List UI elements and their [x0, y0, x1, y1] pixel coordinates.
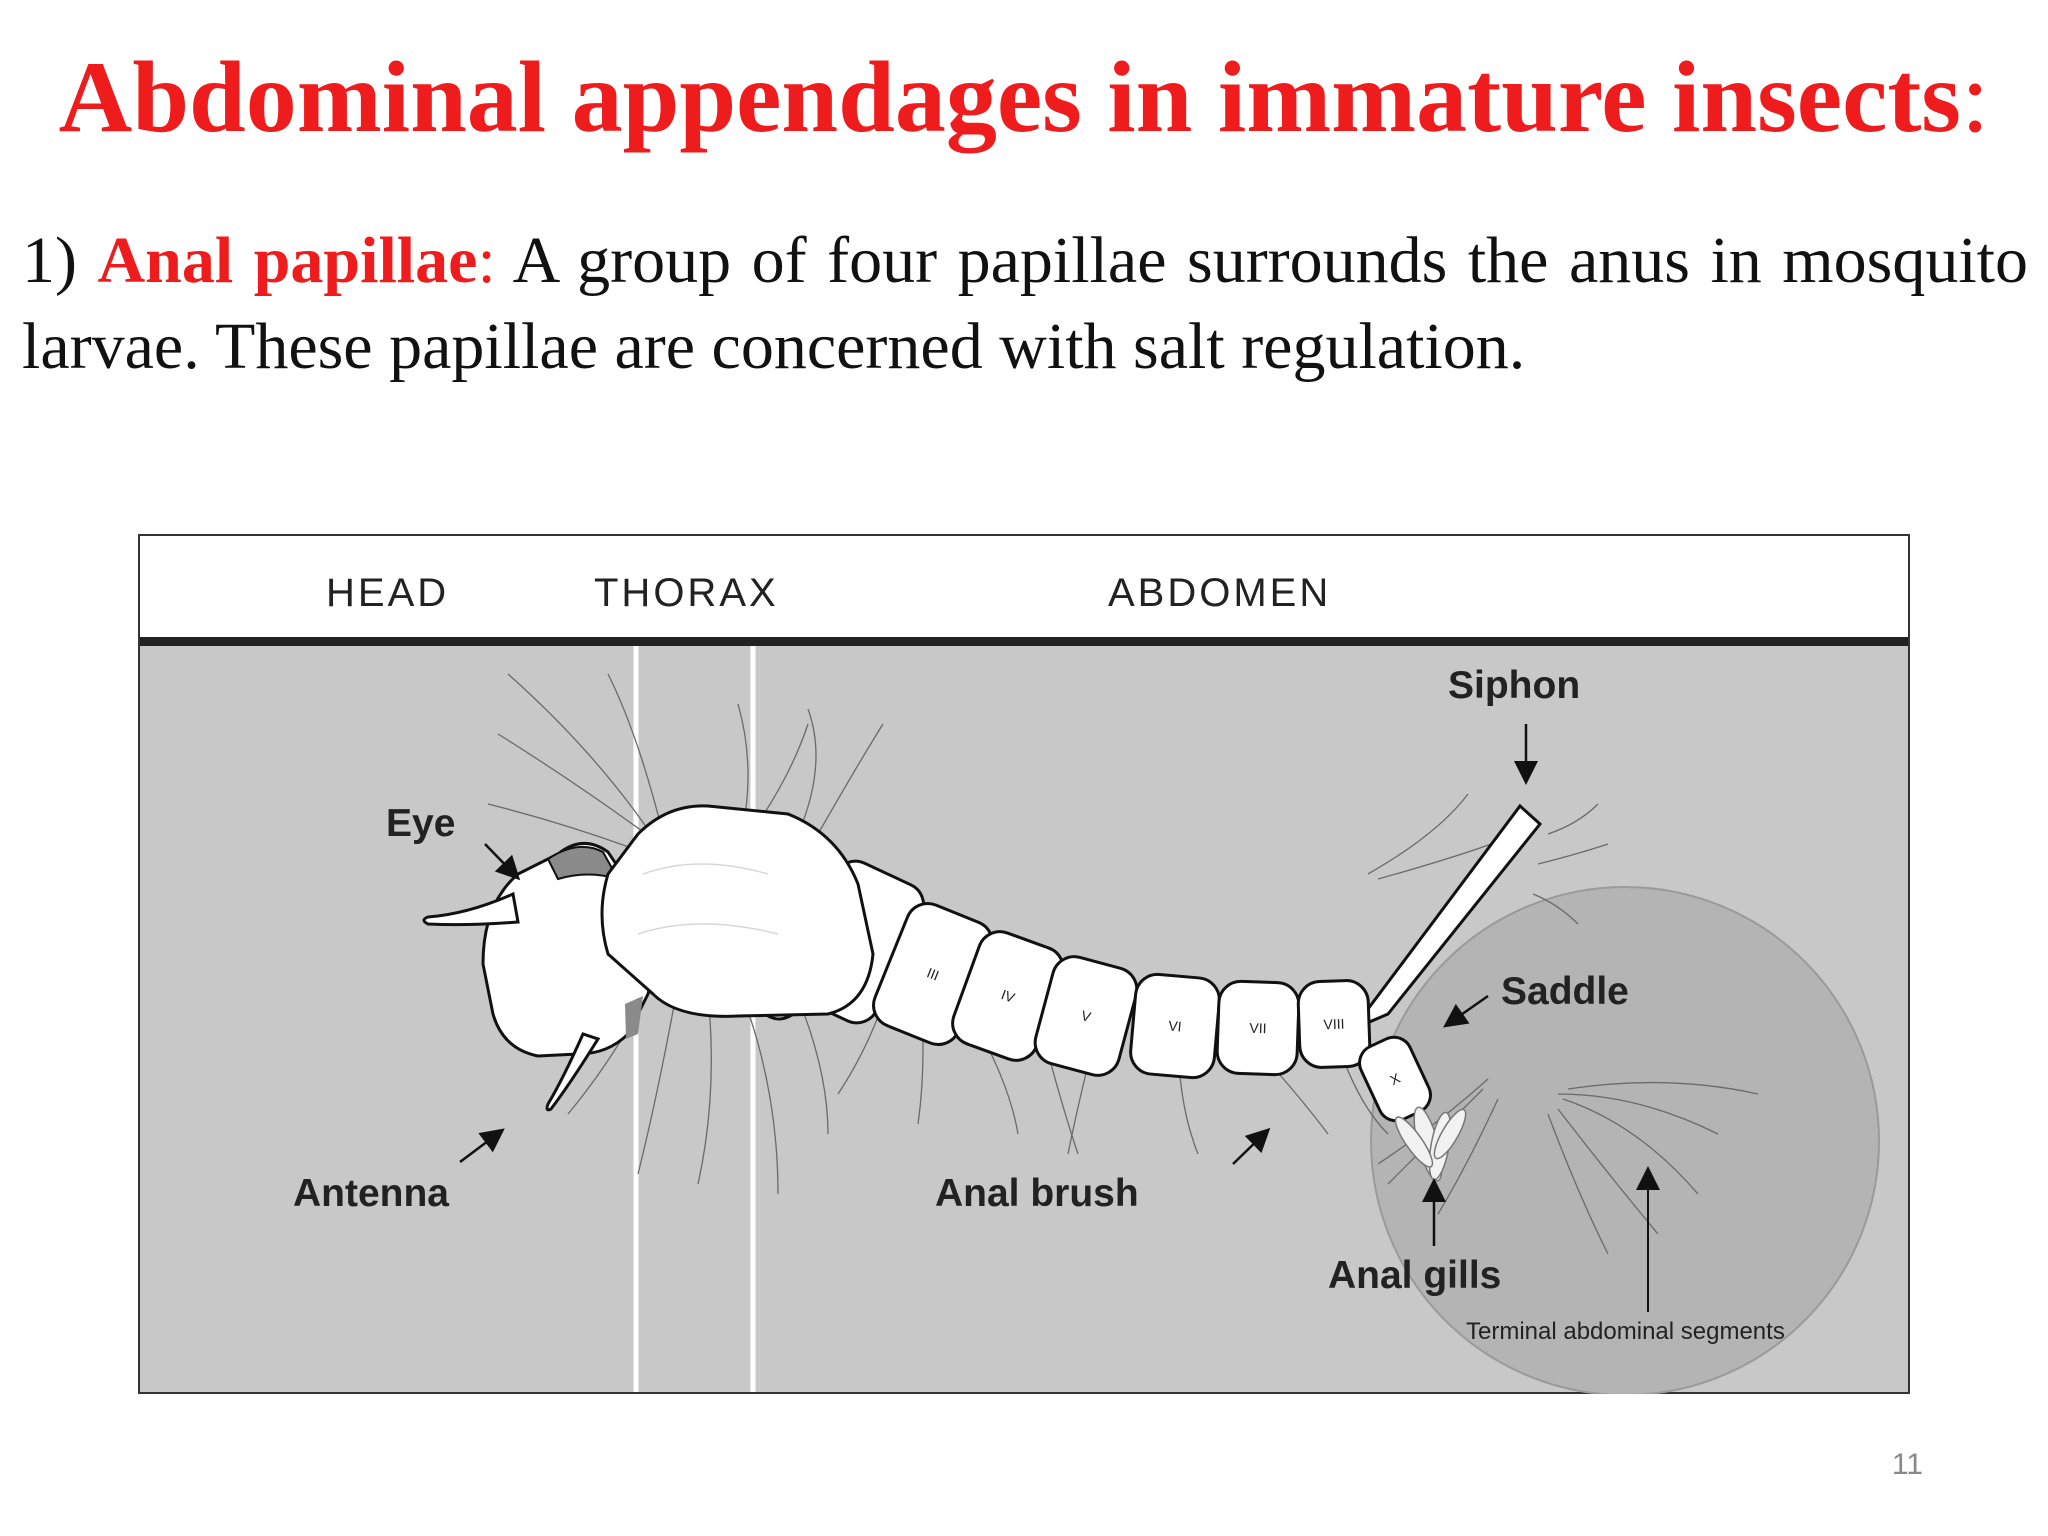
antenna-lower [545, 1032, 601, 1112]
abdominal-segment-shape [1033, 955, 1139, 1077]
mosquito-larva-diagram: HEAD THORAX ABDOMEN [138, 534, 1910, 1394]
siphon-shape [1348, 803, 1543, 1033]
page-number: 11 [1891, 1448, 1923, 1481]
thorax-shape [600, 804, 875, 1018]
label-saddle: Saddle [1501, 970, 1629, 1013]
segment-label: VIII [1323, 1016, 1345, 1033]
antenna-upper [422, 891, 520, 927]
header-abdomen: ABDOMEN [1108, 571, 1331, 615]
slide-title-text: Abdominal appendages in immature insects [58, 41, 1961, 154]
label-anal-brush: Anal brush [935, 1172, 1139, 1215]
label-antenna: Antenna [293, 1172, 449, 1215]
header-bar [140, 637, 1908, 646]
segment-label: III [925, 964, 942, 983]
segment-label: VI [1168, 1017, 1183, 1034]
mouthpart-spot [625, 996, 643, 1039]
anal-gills-shape [1394, 1106, 1467, 1182]
terminal-segments-circle [1370, 886, 1880, 1394]
term-colon: : [477, 224, 496, 297]
abdominal-segment: VI [1129, 972, 1221, 1080]
segment-label: VII [1249, 1020, 1267, 1037]
abdominal-segment-shape [1358, 1035, 1432, 1123]
header-thorax: THORAX [594, 571, 779, 615]
slide-title: Abdominal appendages in immature insects… [0, 38, 2048, 158]
label-eye: Eye [386, 802, 455, 845]
arrow-anal-brush [1232, 1127, 1271, 1165]
larva-setae [487, 673, 1759, 1255]
definition-paragraph: 1) Anal papillae: A group of four papill… [22, 218, 2028, 390]
abdominal-segment-shape [1296, 979, 1372, 1069]
arrow-saddle [1443, 994, 1489, 1028]
item-number: 1) [22, 224, 77, 297]
abdominal-segment: X [1358, 1035, 1432, 1123]
definition-text: A group of four papillae surrounds the a… [22, 224, 2029, 383]
slide-title-colon: : [1961, 41, 1990, 154]
arrow-antenna [459, 1128, 505, 1163]
label-siphon: Siphon [1448, 664, 1580, 707]
segment-label: IV [999, 986, 1018, 1006]
abdominal-segment: VIII [1296, 979, 1372, 1069]
label-anal-gills: Anal gills [1328, 1254, 1501, 1297]
abdominal-segment: VII [1215, 979, 1301, 1077]
label-terminal-segments: Terminal abdominal segments [1466, 1318, 1785, 1345]
arrow-eye [484, 843, 521, 881]
term-anal-papillae: Anal papillae [97, 224, 478, 297]
header-head: HEAD [326, 571, 449, 615]
abdominal-segment: V [1033, 955, 1139, 1077]
